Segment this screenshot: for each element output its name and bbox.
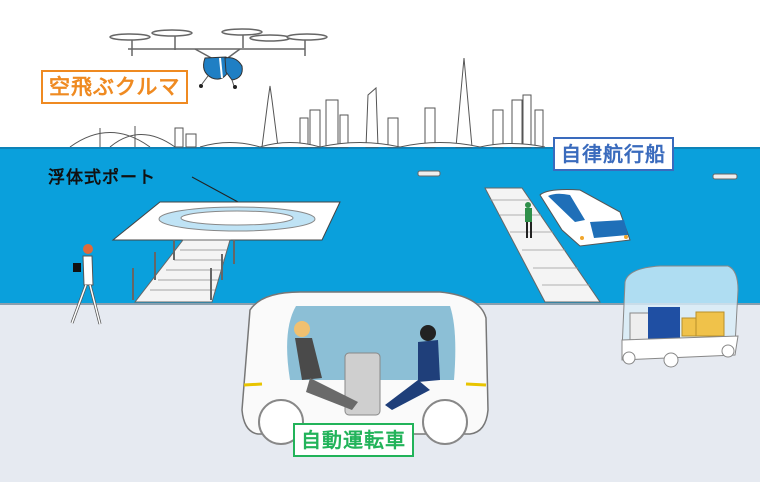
autonomous-ship-icon: [539, 189, 631, 247]
delivery-robot-icon: [621, 265, 739, 368]
pier-icon: [484, 187, 601, 303]
pedestrian-icon: [70, 244, 102, 325]
distant-boat-icon: [417, 170, 441, 177]
autonomous-ship-label: 自律航行船: [553, 137, 674, 171]
distant-boat-icon: [712, 173, 738, 180]
floating-port-label: 浮体式ポート: [48, 168, 156, 188]
city-skyline-icon: [69, 57, 546, 148]
floating-port-icon: [111, 176, 341, 303]
autonomous-car-label: 自動運転車: [293, 423, 414, 457]
flying-car-drone-icon: [109, 28, 328, 89]
flying-car-label: 空飛ぶクルマ: [41, 70, 189, 104]
autonomous-car-icon: [241, 291, 489, 445]
